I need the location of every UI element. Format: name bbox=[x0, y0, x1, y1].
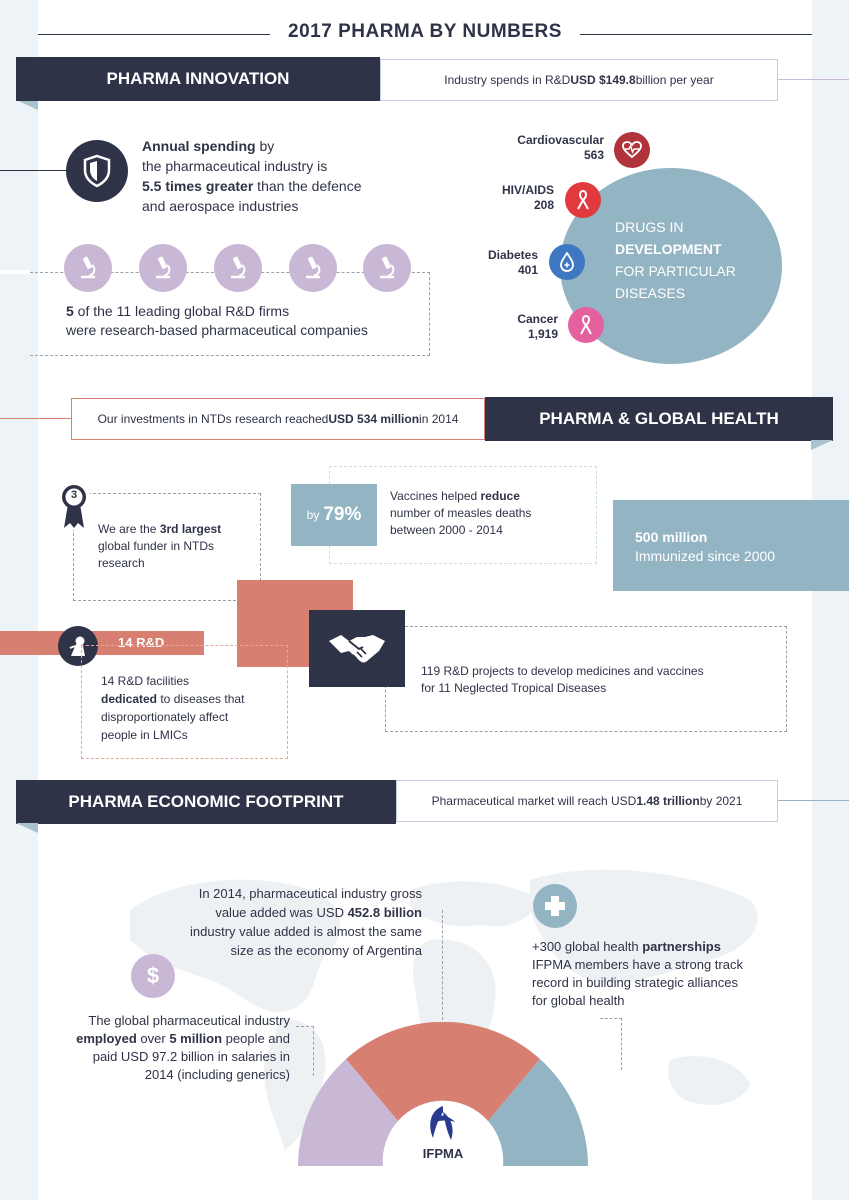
footprint-gauge bbox=[298, 1022, 588, 1166]
funder-dashed-frame bbox=[73, 493, 261, 601]
reduction-value: 79% bbox=[323, 504, 362, 525]
section-band-global-health: PHARMA & GLOBAL HEALTH bbox=[485, 397, 833, 441]
microscope-icon bbox=[64, 244, 112, 292]
title-rule-right bbox=[580, 34, 812, 35]
rd-text-end: billion per year bbox=[635, 73, 714, 87]
gva-text: In 2014, pharmaceutical industry gross v… bbox=[190, 886, 422, 958]
connector-line bbox=[0, 418, 72, 419]
vaccines-text: Vaccines helped reduce number of measles… bbox=[390, 489, 532, 537]
rd-amount: USD $149.8 bbox=[570, 73, 636, 87]
ntd-amount: USD 534 million bbox=[328, 412, 420, 426]
market-box: Pharmaceutical market will reach USD 1.4… bbox=[396, 780, 778, 822]
microscope-icon bbox=[139, 244, 187, 292]
annual-spending-text: Annual spending by the pharmaceutical in… bbox=[142, 138, 362, 214]
band-fold bbox=[16, 100, 38, 110]
section-band-economic: PHARMA ECONOMIC FOOTPRINT bbox=[16, 780, 396, 824]
band-fold bbox=[16, 823, 38, 833]
page-title: 2017 PHARMA BY NUMBERS bbox=[288, 21, 562, 42]
partnerships-text: +300 global health partnerships IFPMA me… bbox=[532, 939, 743, 1008]
microscope-icon bbox=[289, 244, 337, 292]
ifpma-logo-icon bbox=[421, 1104, 465, 1144]
rd-spending-box: Industry spends in R&D USD $149.8 billio… bbox=[380, 59, 778, 101]
drop-icon bbox=[549, 244, 585, 280]
funder-text: We are the 3rd largest global funder in … bbox=[98, 522, 222, 570]
connector-dashed bbox=[296, 1026, 314, 1076]
badge-icon: 3 bbox=[60, 484, 88, 530]
facilities-text: 14 R&D facilities dedicated to diseases … bbox=[101, 674, 245, 742]
connector-line bbox=[0, 170, 66, 171]
shield-icon bbox=[66, 140, 128, 202]
dollar-icon: $ bbox=[131, 954, 175, 998]
immunized-text: 500 million Immunized since 2000 bbox=[635, 529, 776, 564]
ribbon-icon bbox=[568, 307, 604, 343]
heart-icon bbox=[614, 132, 650, 168]
microscope-icon bbox=[214, 244, 262, 292]
projects-text: 119 R&D projects to develop medicines an… bbox=[421, 664, 704, 695]
connector-line bbox=[778, 79, 849, 80]
drugs-development-label: DRUGS IN DEVELOPMENT FOR PARTICULAR DISE… bbox=[615, 219, 736, 301]
connector-line bbox=[778, 800, 849, 801]
handshake-icon bbox=[309, 610, 405, 687]
rd-firms-text: 5 of the 11 leading global R&D firms wer… bbox=[66, 303, 368, 338]
connector-dashed bbox=[442, 910, 443, 1020]
rd-text: Industry spends in R&D bbox=[444, 73, 571, 87]
market-amount: 1.48 trillion bbox=[636, 794, 700, 808]
employment-text: The global pharmaceutical industry emplo… bbox=[76, 1013, 290, 1082]
connector-dashed bbox=[600, 1018, 622, 1070]
band-fold bbox=[811, 440, 833, 450]
ntd-investment-box: Our investments in NTDs research reached… bbox=[71, 398, 485, 440]
title-rule-left bbox=[38, 34, 270, 35]
plus-icon bbox=[533, 884, 577, 928]
section-band-innovation: PHARMA INNOVATION bbox=[16, 57, 380, 101]
microscope-icon bbox=[363, 244, 411, 292]
immunized-box bbox=[613, 500, 849, 591]
ifpma-logo: IFPMA bbox=[422, 1146, 464, 1161]
facilities-dashed-frame bbox=[81, 645, 288, 759]
ribbon-icon bbox=[565, 182, 601, 218]
rd-label-bar bbox=[0, 631, 204, 655]
rd-label: 14 R&D bbox=[118, 635, 165, 650]
